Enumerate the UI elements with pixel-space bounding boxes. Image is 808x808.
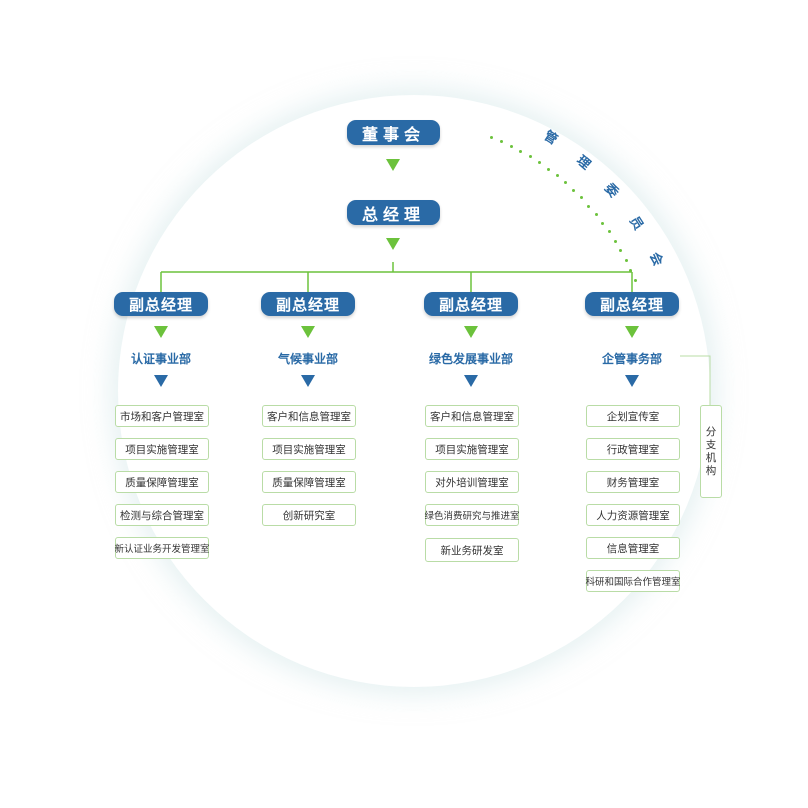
office-box: 绿色消费研究与推进室: [425, 504, 520, 526]
board-box: 董事会: [347, 120, 440, 145]
office-box: 质量保障管理室: [262, 471, 356, 493]
committee-dot: [613, 239, 617, 243]
arrow-down-icon: [386, 238, 400, 250]
committee-dot: [601, 221, 605, 225]
vice-gm-box: 副总经理: [114, 292, 208, 316]
department-title: 气候事业部: [277, 352, 338, 366]
arrow-down-icon: [464, 375, 478, 387]
committee-dot: [619, 249, 623, 253]
department-title: 绿色发展事业部: [428, 352, 513, 366]
arrow-down-icon: [625, 326, 639, 338]
committee-dot: [528, 155, 532, 159]
arrow-down-icon: [464, 326, 478, 338]
office-box: 检测与综合管理室: [115, 504, 209, 526]
vice-gm-box: 副总经理: [424, 292, 518, 316]
office-box: 新认证业务开发管理室: [115, 537, 210, 559]
committee-dot: [572, 188, 576, 192]
department-title: 企管事务部: [601, 352, 662, 366]
office-box: 行政管理室: [586, 438, 680, 460]
office-box: 质量保障管理室: [115, 471, 209, 493]
office-box: 市场和客户管理室: [115, 405, 209, 427]
committee-dot: [509, 144, 513, 148]
office-box: 新业务研发室: [425, 538, 519, 562]
committee-dot: [629, 268, 633, 272]
vice-gm-box: 副总经理: [261, 292, 355, 316]
office-box: 客户和信息管理室: [262, 405, 356, 427]
committee-dot: [633, 278, 637, 282]
vice-gm-box: 副总经理: [585, 292, 679, 316]
committee-dot: [624, 258, 628, 262]
committee-dot: [489, 135, 493, 139]
arrow-down-icon: [154, 326, 168, 338]
branch-char: 机: [705, 451, 717, 464]
committee-dot: [579, 196, 583, 200]
department-title: 认证事业部: [130, 352, 191, 366]
committee-dot: [538, 161, 541, 165]
office-box: 对外培训管理室: [425, 471, 519, 493]
office-box: 项目实施管理室: [425, 438, 519, 460]
office-box: 财务管理室: [586, 471, 680, 493]
committee-dot: [587, 204, 591, 208]
office-box: 信息管理室: [586, 537, 680, 559]
committee-dot: [519, 149, 523, 153]
arrow-down-icon: [154, 375, 168, 387]
branch-offices-box: 分 支 机 构: [700, 405, 722, 498]
committee-dot: [546, 167, 550, 171]
committee-dot: [555, 174, 559, 178]
committee-dot: [564, 181, 568, 185]
branch-char: 构: [705, 464, 717, 477]
committee-dot: [607, 230, 611, 234]
general-manager-box: 总经理: [347, 200, 440, 225]
branch-char: 分: [705, 425, 717, 438]
arrow-down-icon: [301, 375, 315, 387]
committee-dot: [499, 139, 503, 143]
office-box: 客户和信息管理室: [425, 405, 519, 427]
branch-char: 支: [705, 438, 717, 451]
background-ring: [94, 71, 734, 711]
arrow-down-icon: [386, 159, 400, 171]
office-box: 创新研究室: [262, 504, 356, 526]
office-box: 企划宣传室: [586, 405, 680, 427]
office-box: 项目实施管理室: [115, 438, 209, 460]
branch-connector: [680, 355, 711, 405]
arrow-down-icon: [625, 375, 639, 387]
office-box: 项目实施管理室: [262, 438, 356, 460]
office-box: 科研和国际合作管理室: [586, 570, 681, 592]
office-box: 人力资源管理室: [586, 504, 680, 526]
committee-dot: [594, 212, 598, 216]
arrow-down-icon: [301, 326, 315, 338]
